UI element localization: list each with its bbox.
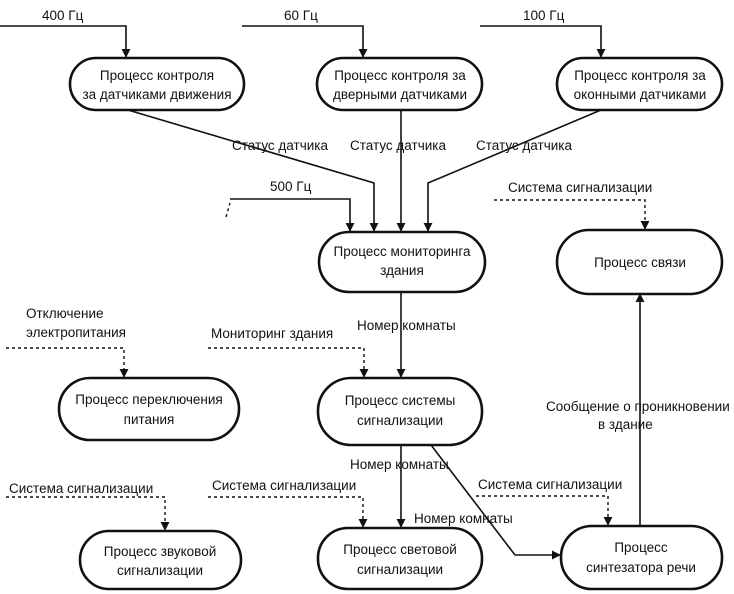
node-communication-line1: Процесс связи: [594, 255, 686, 270]
label-status-door: Статус датчика: [350, 138, 446, 153]
edge-motion-to-monitoring: [127, 109, 379, 232]
label-room-number-2: Номер комнаты: [350, 457, 449, 472]
node-power-switching: Процесс переключения питания: [57, 376, 241, 442]
node-audio-alarm-line2: сигнализации: [117, 563, 203, 578]
edge-400hz-to-motion: [0, 25, 131, 58]
label-alarm-system-light: Система сигнализации: [212, 478, 356, 493]
node-light-alarm-line2: сигнализации: [357, 562, 443, 577]
edge-alarmsystem-to-light: [208, 496, 368, 528]
label-power-off-line2: электропитания: [26, 325, 126, 340]
nodes: Процесс контроля за датчиками движения П…: [57, 56, 724, 591]
label-status-window: Статус датчика: [476, 138, 572, 153]
node-building-monitoring: Процесс мониторинга здания: [317, 230, 487, 294]
edge-labels: 400 Гц 60 Гц 100 Гц Статус датчика Стату…: [9, 8, 730, 526]
node-motion-sensors: Процесс контроля за датчиками движения: [68, 56, 246, 112]
label-100hz: 100 Гц: [523, 8, 565, 23]
node-audio-alarm: Процесс звуковой сигнализации: [78, 529, 243, 591]
node-motion-sensors-line2: за датчиками движения: [82, 87, 231, 102]
label-intrusion-line1: Сообщение о проникновении: [546, 399, 730, 414]
node-building-monitoring-line1: Процесс мониторинга: [333, 244, 471, 259]
edges: [0, 25, 650, 560]
edge-alarmsystem-to-speech: [476, 495, 613, 526]
edge-building-monitoring-to-alarm: [208, 347, 369, 378]
node-building-monitoring-line2: здания: [380, 263, 424, 278]
label-room-number-3: Номер комнаты: [414, 511, 513, 526]
node-motion-sensors-line1: Процесс контроля: [100, 68, 214, 83]
label-building-monitoring: Мониторинг здания: [211, 326, 333, 341]
node-power-switching-line2: питания: [124, 412, 175, 427]
node-speech-synthesizer-line1: Процесс: [614, 540, 668, 555]
node-audio-alarm-line1: Процесс звуковой: [104, 544, 217, 559]
node-door-sensors: Процесс контроля за дверными датчиками: [315, 56, 484, 112]
node-alarm-system-line1: Процесс системы: [345, 393, 456, 408]
edge-500hz-dash: [225, 202, 231, 218]
node-alarm-system: Процесс системы сигнализации: [316, 376, 484, 447]
edge-window-to-monitoring: [423, 109, 602, 232]
edge-alarmsystem-to-comms: [494, 199, 650, 230]
edge-60hz-to-door: [242, 25, 368, 58]
label-intrusion-line2: в здание: [598, 417, 653, 432]
edge-poweroff-to-power: [6, 347, 129, 378]
label-500hz: 500 Гц: [270, 179, 312, 194]
node-window-sensors-line1: Процесс контроля за: [574, 68, 706, 83]
node-alarm-system-line2: сигнализации: [357, 413, 443, 428]
label-alarm-system-comms: Система сигнализации: [508, 180, 652, 195]
edge-alarm-to-speech: [430, 444, 561, 560]
edge-alarmsystem-to-audio: [6, 496, 170, 531]
node-power-switching-line1: Процесс переключения: [75, 392, 223, 407]
node-door-sensors-line1: Процесс контроля за: [334, 68, 466, 83]
label-60hz: 60 Гц: [284, 8, 318, 23]
node-speech-synthesizer-line2: синтезатора речи: [586, 560, 696, 575]
node-communication: Процесс связи: [555, 228, 724, 296]
node-window-sensors-line2: оконными датчиками: [574, 87, 707, 102]
edge-500hz-to-monitoring: [230, 198, 355, 232]
node-window-sensors: Процесс контроля за оконными датчиками: [555, 56, 724, 112]
label-room-number-1: Номер комнаты: [357, 318, 456, 333]
edge-100hz-to-window: [480, 25, 606, 58]
label-alarm-system-speech: Система сигнализации: [478, 477, 622, 492]
node-speech-synthesizer: Процесс синтезатора речи: [559, 524, 724, 591]
node-light-alarm: Процесс световой сигнализации: [316, 526, 484, 591]
label-alarm-system-audio: Система сигнализации: [9, 481, 153, 496]
node-door-sensors-line2: дверными датчиками: [333, 87, 467, 102]
node-light-alarm-line1: Процесс световой: [343, 542, 457, 557]
label-power-off-line1: Отключение: [26, 306, 104, 321]
label-400hz: 400 Гц: [42, 8, 84, 23]
label-status-motion: Статус датчика: [232, 138, 328, 153]
